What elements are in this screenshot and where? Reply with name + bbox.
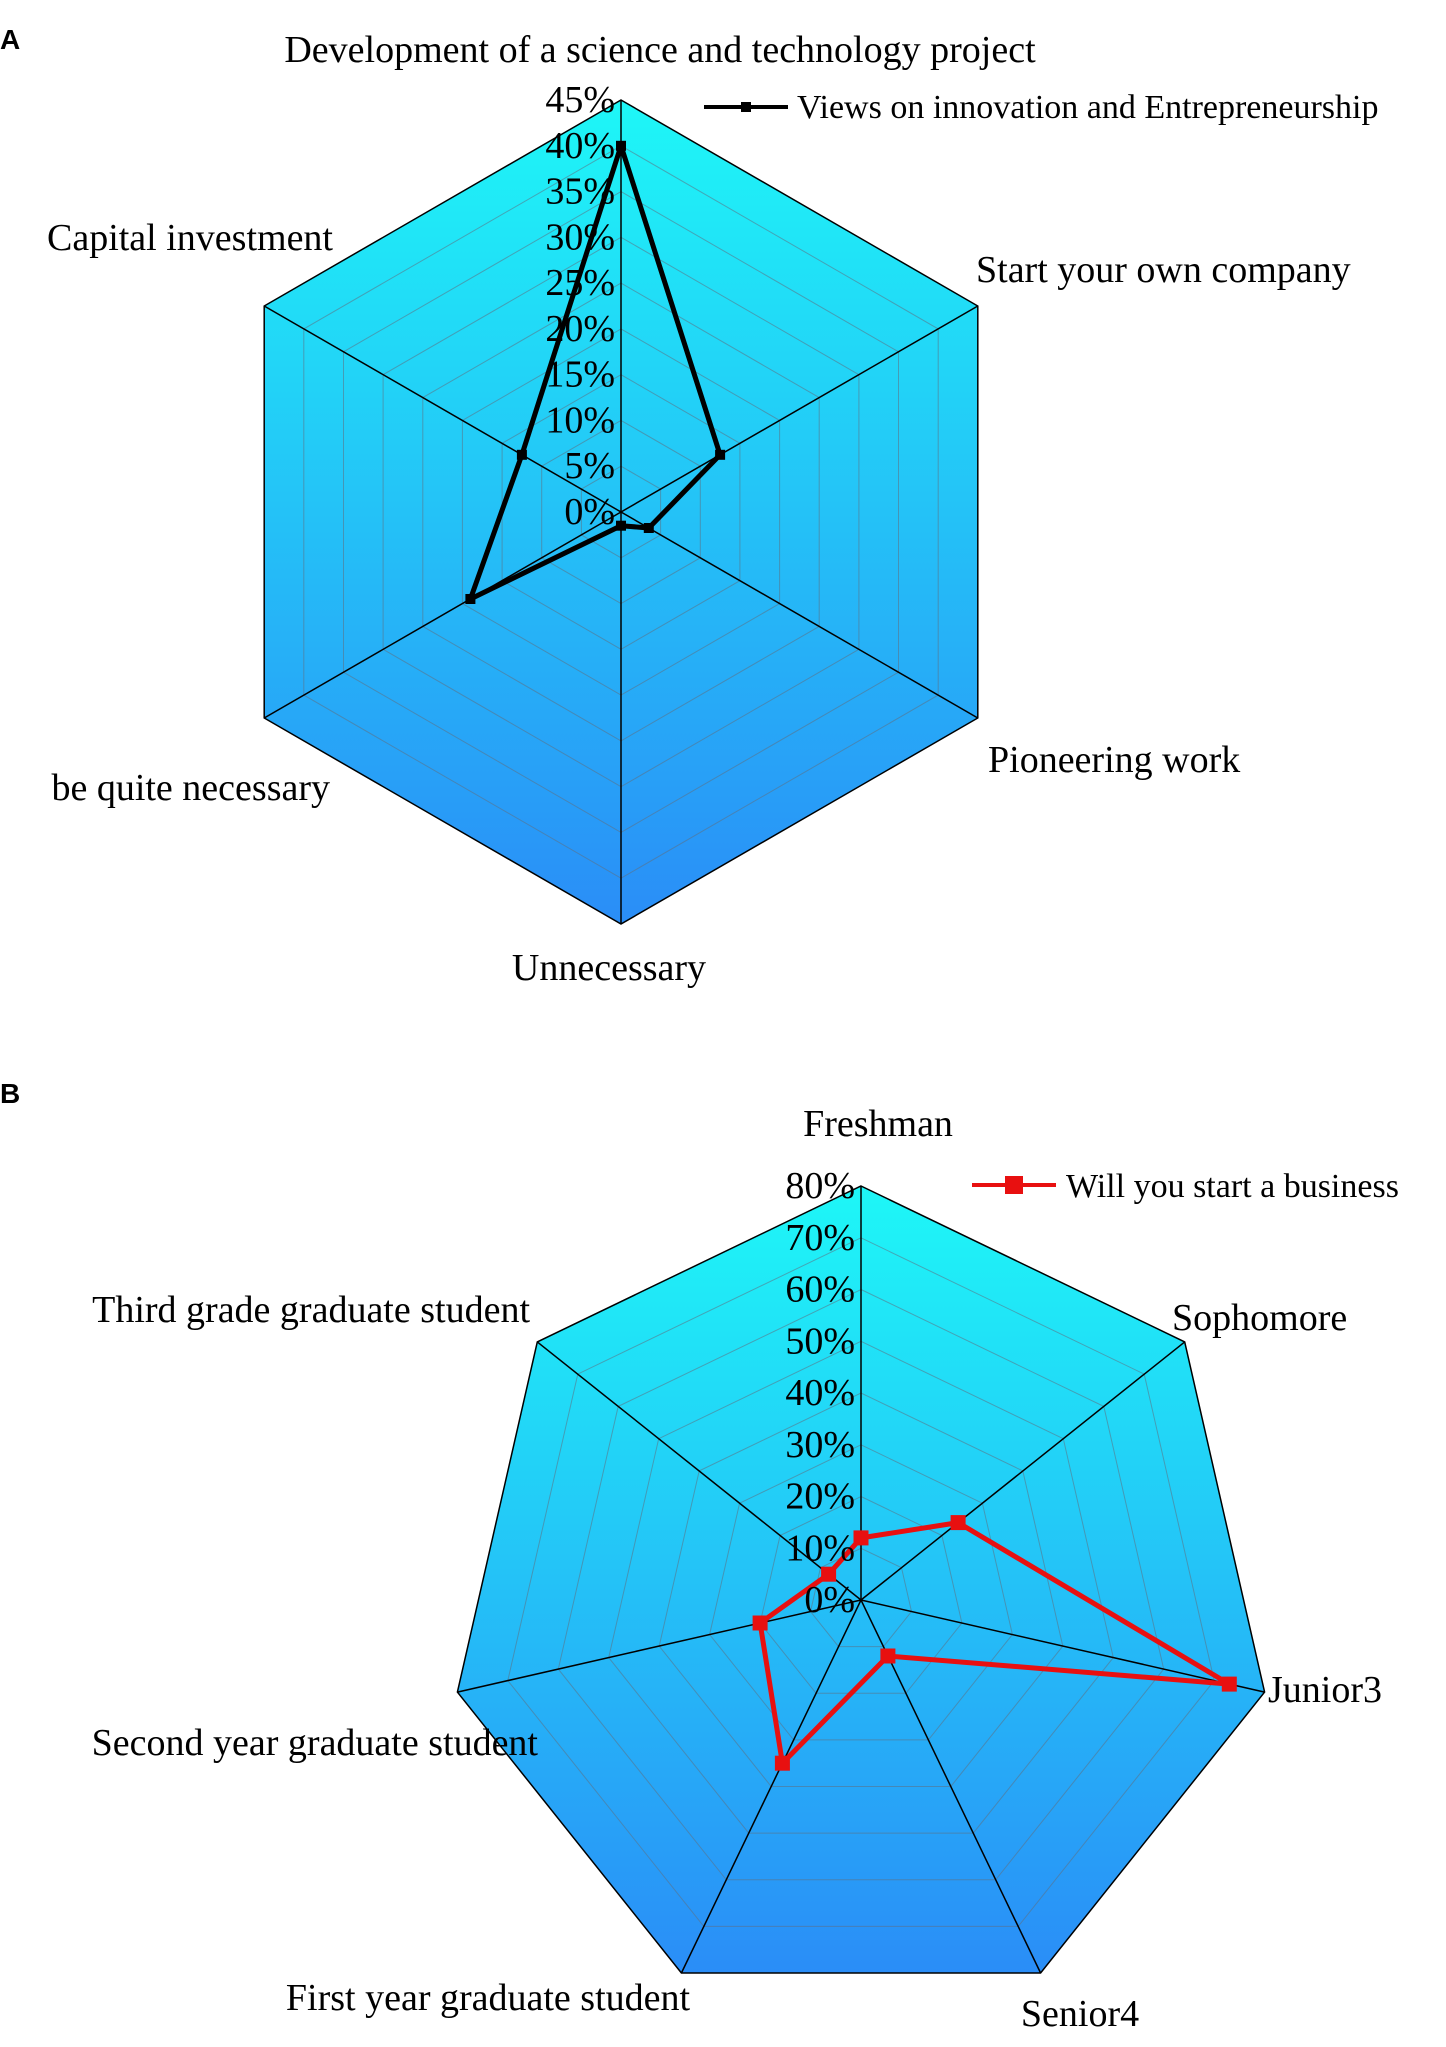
radar-spoke <box>536 1341 862 1601</box>
radar-chart-b: B 0% 10% 20% 30% 40% 50% 60% 70% 80% FreshmanSop… <box>0 1078 1399 2035</box>
data-point <box>465 594 476 604</box>
tick-label: 45% <box>545 79 615 121</box>
legend-marker-b <box>1005 1176 1023 1194</box>
panel-label-b: B <box>0 1078 20 1109</box>
legend-label-a: Views on innovation and Entrepreneurship <box>797 89 1379 126</box>
legend-b: Will you start a business <box>972 1168 1399 1205</box>
data-point <box>516 449 527 460</box>
tick-label: 10% <box>545 399 615 441</box>
radar-spoke <box>263 305 622 513</box>
tick-label: 10% <box>785 1527 855 1569</box>
series-line <box>757 1520 1232 1766</box>
tick-label: 60% <box>785 1269 855 1311</box>
tick-label: 80% <box>785 1165 855 1207</box>
category-labels-a: Development of a science and technology … <box>47 29 1351 989</box>
grid-ring <box>507 1237 1215 1927</box>
data-point <box>715 449 726 460</box>
tick-label: 40% <box>545 125 615 167</box>
category-label: Second year graduate student <box>92 1722 539 1764</box>
radar-series-a <box>465 140 726 604</box>
radar-chart-a: A 0%5%10%15%20%25%30%35%40%45% Developme… <box>0 24 1379 989</box>
tick-label: 0% <box>804 1579 855 1621</box>
radar-grid-a <box>263 99 979 925</box>
category-label: Freshman <box>803 1103 953 1145</box>
data-point <box>774 1755 790 1771</box>
tick-label: 20% <box>545 308 615 350</box>
tick-label: 20% <box>785 1476 855 1518</box>
tick-label: 5% <box>564 445 615 487</box>
radar-spoke <box>457 1599 862 1693</box>
grid-ring <box>658 1392 1064 1787</box>
category-label: Start your own company <box>976 249 1351 291</box>
data-point <box>880 1648 896 1664</box>
tick-label: 40% <box>785 1372 855 1414</box>
category-label: Sophomore <box>1172 1297 1347 1339</box>
grid-ring <box>557 1288 1165 1881</box>
legend-a: Views on innovation and Entrepreneurship <box>704 89 1379 126</box>
grid-ring <box>608 1340 1114 1834</box>
grid-ring <box>809 1547 913 1648</box>
data-point <box>853 1530 869 1546</box>
category-label: Third grade graduate student <box>92 1289 530 1331</box>
category-label: First year graduate student <box>286 1977 691 2019</box>
radar-spoke <box>620 305 979 513</box>
data-point <box>643 523 654 533</box>
legend-marker-a <box>741 102 751 112</box>
radar-spoke <box>860 1599 1265 1693</box>
category-label: Capital investment <box>47 217 333 259</box>
category-label: Junior3 <box>1268 1669 1382 1711</box>
tick-label: 0% <box>564 491 615 533</box>
tick-label: 35% <box>545 171 615 213</box>
panel-label-a: A <box>0 24 20 55</box>
radar-spoke <box>680 1599 862 1974</box>
radial-tick-labels-b: 0% 10% 20% 30% 40% 50% 60% 70% 80% <box>785 1165 855 1621</box>
data-point <box>752 1615 768 1631</box>
category-label: Pioneering work <box>988 739 1240 781</box>
grid-ring <box>759 1495 963 1694</box>
tick-label: 25% <box>545 262 615 304</box>
grid-ring <box>709 1444 1013 1741</box>
tick-label: 30% <box>545 216 615 258</box>
tick-label: 70% <box>785 1217 855 1259</box>
radar-spoke <box>620 511 979 719</box>
tick-label: 30% <box>785 1424 855 1466</box>
data-point <box>1221 1676 1237 1692</box>
tick-label: 50% <box>785 1320 855 1362</box>
legend-label-b: Will you start a business <box>1066 1168 1399 1205</box>
radar-spoke <box>263 511 622 719</box>
radar-series-b <box>752 1515 1237 1771</box>
category-label: Development of a science and technology … <box>284 29 1036 71</box>
category-label: be quite necessary <box>51 767 330 809</box>
radar-grid-b <box>456 1185 1266 1974</box>
radial-tick-labels-a: 0%5%10%15%20%25%30%35%40%45% <box>545 79 615 533</box>
category-label: Unnecessary <box>512 947 706 989</box>
data-point <box>616 520 626 531</box>
radar-spoke <box>860 1341 1186 1601</box>
category-label: Senior4 <box>1021 1993 1139 2035</box>
tick-label: 15% <box>545 354 615 396</box>
data-point <box>616 140 626 151</box>
data-point <box>821 1566 837 1582</box>
data-point <box>950 1515 966 1531</box>
